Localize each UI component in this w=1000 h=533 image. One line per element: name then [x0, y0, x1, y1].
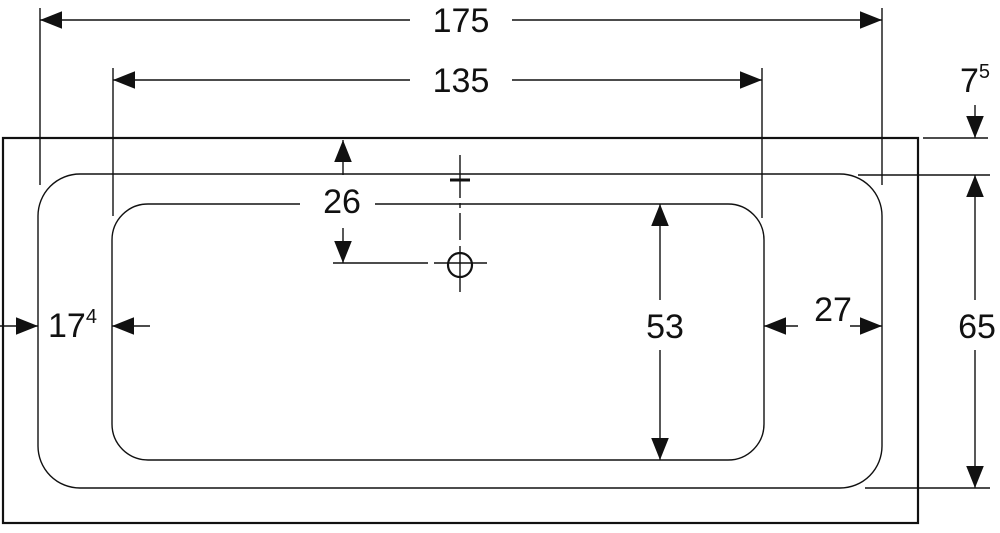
overall-length-label: 175: [433, 2, 490, 40]
dimension-inner-width: 53: [638, 204, 690, 460]
dimension-inner-length: 135: [112, 62, 763, 218]
drain-symbol: [434, 155, 487, 292]
right-rim-label: 27: [814, 291, 852, 329]
inner-width-label: 53: [646, 308, 684, 346]
dimension-overall-width: 65: [865, 175, 1000, 489]
tub-outer-outline: [1, 136, 920, 525]
left-rim-label: 174: [48, 306, 97, 345]
drain-offset-label: 26: [323, 183, 361, 221]
dimension-overall-length: 175: [39, 2, 883, 185]
dimension-rim-top: 75: [858, 61, 990, 176]
overall-width-label: 65: [958, 308, 996, 346]
dimension-drain-offset: 26: [300, 140, 428, 264]
inner-length-label: 135: [433, 62, 490, 100]
dimension-right-rim: 27: [764, 291, 882, 335]
dimension-left-rim: 174: [0, 306, 150, 345]
rim-top-label: 75: [960, 61, 990, 100]
